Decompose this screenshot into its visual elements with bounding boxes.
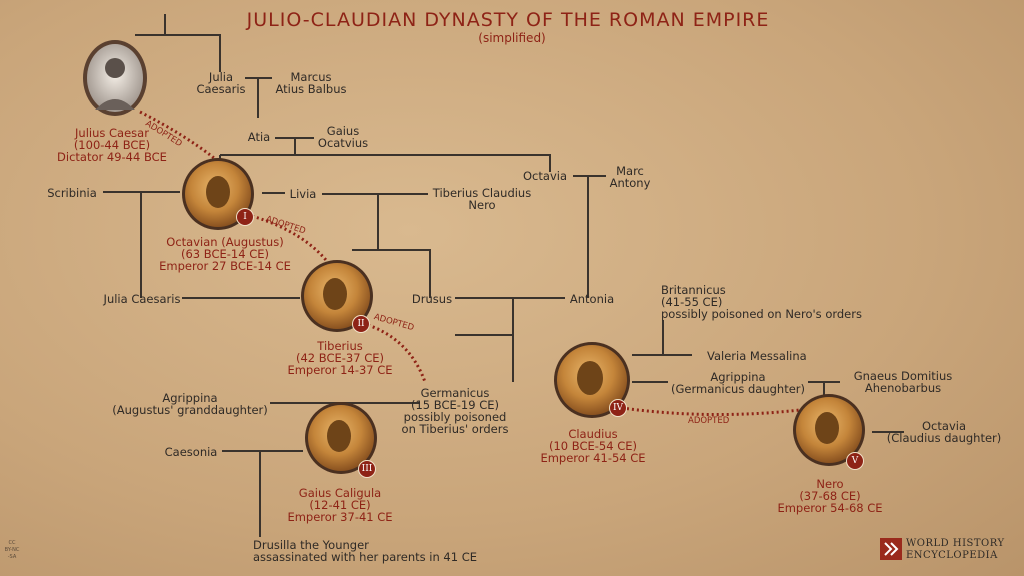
person-germanicus: Germanicus(15 BCE-19 CE)possibly poisone… [401,386,509,436]
numeral-v-badge: V [846,452,864,470]
coin-tiberius [301,260,373,332]
adopted-label-claudius: ADOPTED [688,416,730,426]
person-caligula: Gaius Caligula(12-41 CE)Emperor 37-41 CE [287,486,393,524]
person-octavian: Octavian (Augustus)(63 BCE-14 CE)Emperor… [159,235,291,273]
line-claudius-messalina [632,320,692,356]
person-julius-caesar: Julius Caesar(100-44 BCE)Dictator 49-44 … [57,126,167,164]
julius-caesar-portrait [83,40,147,116]
numeral-i-badge: I [236,208,254,226]
line-drusus-antonia [455,297,565,382]
line-caesonia-caligula [222,450,303,537]
person-nero: Nero(37-68 CE)Emperor 54-68 CE [777,477,883,515]
numeral-ii-badge: II [352,315,370,333]
person-caesonia: Caesonia [164,445,218,459]
person-julia-caesaris: Julia Caesaris [103,292,181,306]
person-agrippina-younger: Agrippina(Germanicus daughter) [670,370,806,396]
diagram-subtitle: (simplified) [478,31,546,45]
person-octavia: Octavia [523,169,567,183]
line-julia-marcus [245,77,272,118]
person-claudius: Claudius(10 BCE-54 CE)Emperor 41-54 CE [540,427,646,465]
diagram-title: JULIO-CLAUDIAN DYNASTY OF THE ROMAN EMPI… [246,9,770,31]
line-atia-gaius [275,137,314,155]
numeral-iv-badge: IV [609,399,627,417]
person-tiberius: Tiberius(42 BCE-37 CE)Emperor 14-37 CE [287,339,393,377]
line-scribinia-octavian [103,191,180,298]
world-history-logo-icon[interactable] [880,538,902,560]
person-agrippina-elder: Agrippina(Augustus' granddaughter) [112,391,268,417]
numeral-iii-badge: III [358,460,376,478]
adoption-tiberius-germanicus [367,323,427,383]
line-atia-children [219,154,551,172]
person-antonia: Antonia [569,292,615,306]
line-top-parents [135,14,221,72]
line-livia-tcn [322,193,431,298]
person-britannicus: Britannicus(41-55 CE)possibly poisoned o… [661,283,862,321]
person-drusus: Drusus [411,292,453,306]
person-valeria-messalina: Valeria Messalina [707,349,807,363]
adoption-octavian-tiberius [251,214,332,266]
person-atia: Atia [247,130,271,144]
person-livia: Livia [289,187,317,201]
person-scribinia: Scribinia [47,186,97,200]
adoption-claudius-nero [621,406,801,417]
coin-caligula [305,402,377,474]
coin-nero [793,394,865,466]
line-octavia-antony [573,175,606,298]
coin-claudius [554,342,630,418]
person-octavia-claudius-daughter: Octavia(Claudius daughter) [886,419,1002,445]
